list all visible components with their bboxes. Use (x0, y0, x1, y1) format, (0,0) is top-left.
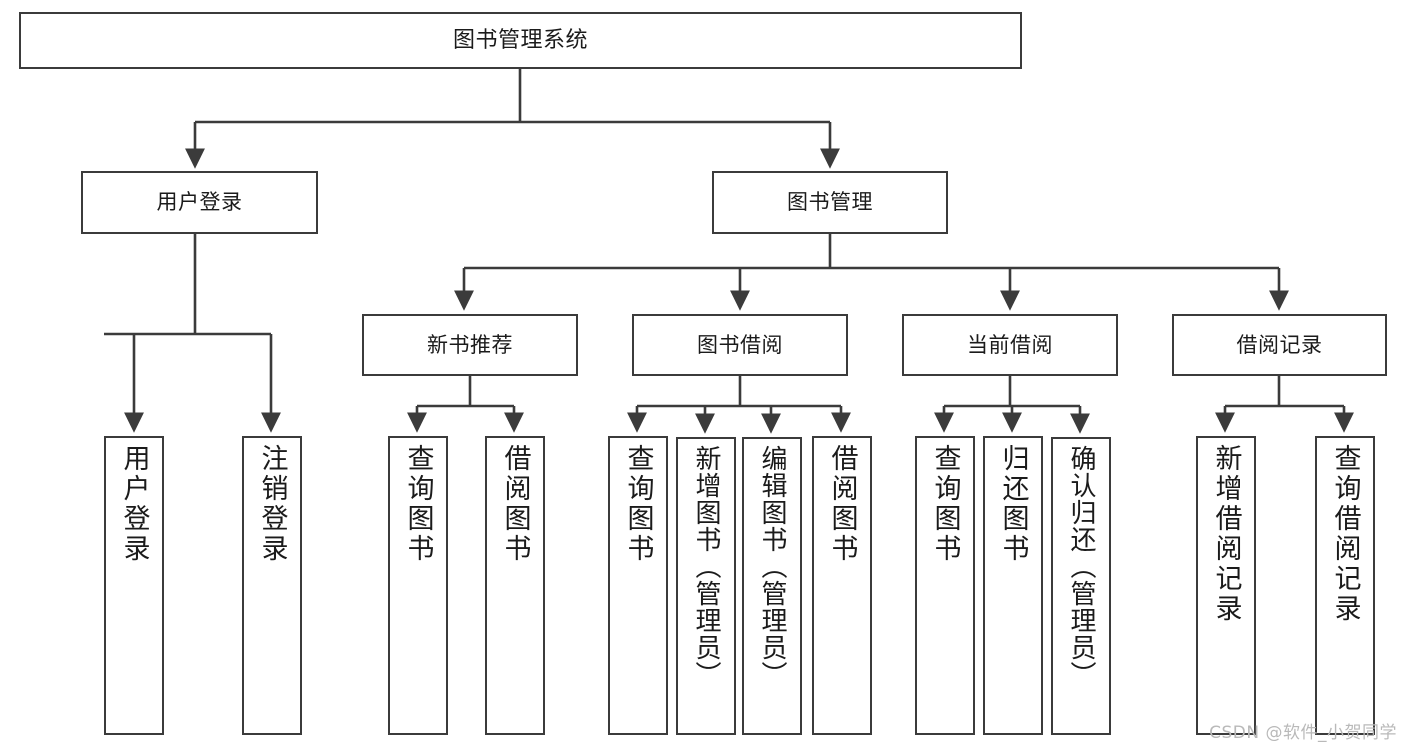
node-label: 查询图书 (622, 444, 654, 564)
node-label: 用户登录 (118, 444, 150, 564)
leaf-add-book-admin[interactable]: 新增图书（管理员） (676, 437, 736, 735)
leaf-query-book-current[interactable]: 查询图书 (915, 436, 975, 735)
node-label: 图书管理 (787, 190, 873, 215)
node-new-book-recommend[interactable]: 新书推荐 (362, 314, 578, 376)
node-label: 新增图书（管理员） (691, 445, 721, 688)
node-label: 确认归还（管理员） (1066, 445, 1096, 688)
node-label: 新增借阅记录 (1210, 444, 1242, 624)
leaf-query-book-borrow[interactable]: 查询图书 (608, 436, 668, 735)
leaf-query-borrow-record[interactable]: 查询借阅记录 (1315, 436, 1375, 735)
leaf-query-book-new[interactable]: 查询图书 (388, 436, 448, 735)
node-label: 当前借阅 (967, 332, 1053, 357)
node-borrow-record[interactable]: 借阅记录 (1172, 314, 1387, 376)
node-book-management[interactable]: 图书管理 (712, 171, 948, 234)
node-label: 借阅图书 (826, 444, 858, 564)
leaf-add-borrow-record[interactable]: 新增借阅记录 (1196, 436, 1256, 735)
node-label: 图书管理系统 (452, 27, 588, 53)
leaf-logout-login[interactable]: 注销登录 (242, 436, 302, 735)
node-label: 查询图书 (929, 444, 961, 564)
node-label: 借阅记录 (1236, 332, 1323, 357)
node-current-borrow[interactable]: 当前借阅 (902, 314, 1118, 376)
leaf-return-book[interactable]: 归还图书 (983, 436, 1043, 735)
node-label: 编辑图书（管理员） (757, 445, 787, 688)
leaf-borrow-book[interactable]: 借阅图书 (812, 436, 872, 735)
leaf-confirm-return-admin[interactable]: 确认归还（管理员） (1051, 437, 1111, 735)
node-label: 借阅图书 (499, 444, 531, 564)
node-book-borrow[interactable]: 图书借阅 (632, 314, 848, 376)
node-label: 用户登录 (156, 190, 243, 215)
node-label: 图书借阅 (697, 332, 783, 357)
node-label: 归还图书 (997, 444, 1029, 564)
node-label: 查询借阅记录 (1329, 444, 1361, 624)
node-label: 新书推荐 (427, 332, 513, 357)
csdn-watermark: CSDN @软件_小贺同学 (1209, 723, 1397, 743)
leaf-edit-book-admin[interactable]: 编辑图书（管理员） (742, 437, 802, 735)
node-label: 注销登录 (256, 444, 288, 564)
leaf-borrow-book-new[interactable]: 借阅图书 (485, 436, 545, 735)
node-root-system[interactable]: 图书管理系统 (19, 12, 1022, 69)
node-user-login[interactable]: 用户登录 (81, 171, 318, 234)
node-label: 查询图书 (402, 444, 434, 564)
leaf-user-login[interactable]: 用户登录 (104, 436, 164, 735)
